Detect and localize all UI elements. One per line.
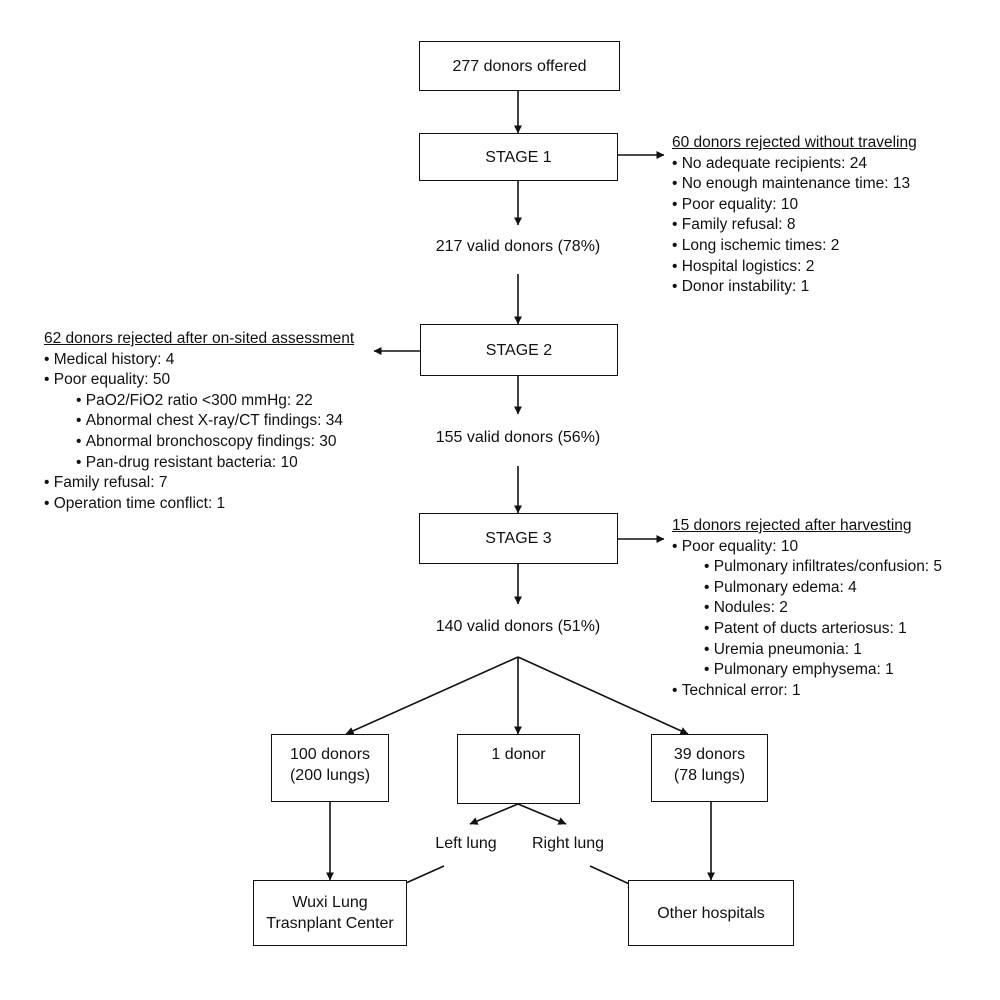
list-item: Hospital logistics: 2 — [672, 257, 917, 278]
list-item: Medical history: 4 — [44, 350, 354, 371]
list-item: Operation time conflict: 1 — [44, 494, 354, 515]
other-hospitals-label: Other hospitals — [657, 904, 765, 922]
list-item: Long ischemic times: 2 — [672, 236, 917, 257]
group-a-lungs: (200 lungs) — [289, 767, 371, 784]
arrow-group-b-to-left-lung — [469, 803, 519, 825]
stage3-label: STAGE 3 — [485, 530, 552, 547]
list-item: Family refusal: 7 — [44, 473, 354, 494]
list-subitem: Pulmonary edema: 4 — [672, 578, 942, 599]
list-subitem: Uremia pneumonia: 1 — [672, 640, 942, 661]
valid-donors-stage2: 155 valid donors (56%) — [435, 429, 601, 446]
list-subitem: Abnormal chest X-ray/CT findings: 34 — [44, 411, 354, 432]
list-subitem: Pan-drug resistant bacteria: 10 — [44, 453, 354, 474]
stage3-rejection-title: 15 donors rejected after harvesting — [672, 517, 912, 534]
stage1-rejection-title: 60 donors rejected without traveling — [672, 134, 917, 151]
group-c-lungs: (78 lungs) — [673, 767, 746, 784]
group-a-box: 100 donors (200 lungs) — [271, 734, 389, 802]
wuxi-center-box: Wuxi Lung Trasnplant Center — [253, 880, 407, 946]
list-subitem: Abnormal bronchoscopy findings: 30 — [44, 432, 354, 453]
donors-offered-label: 277 donors offered — [452, 57, 587, 75]
group-c-donors: 39 donors — [673, 746, 746, 763]
stage1-rejection-list: 60 donors rejected without traveling No … — [672, 133, 917, 298]
group-c-box: 39 donors (78 lungs) — [651, 734, 768, 802]
other-hospitals-box: Other hospitals — [628, 880, 794, 946]
list-item: No enough maintenance time: 13 — [672, 174, 917, 195]
list-subitem: Patent of ducts arteriosus: 1 — [672, 619, 942, 640]
right-lung-label: Right lung — [531, 835, 605, 852]
list-subitem: Pulmonary infiltrates/confusion: 5 — [672, 557, 942, 578]
list-subitem: PaO2/FiO2 ratio <300 mmHg: 22 — [44, 391, 354, 412]
stage2-rejection-list: 62 donors rejected after on-sited assess… — [44, 329, 354, 514]
group-b-box: 1 donor — [457, 734, 580, 804]
stage3-box: STAGE 3 — [419, 513, 618, 564]
arrow-group-b-to-right-lung — [517, 803, 567, 825]
wuxi-center-line2: Trasnplant Center — [266, 915, 394, 932]
wuxi-center-line1: Wuxi Lung — [292, 894, 368, 911]
stage1-label: STAGE 1 — [485, 148, 552, 166]
list-subitem: Pulmonary emphysema: 1 — [672, 660, 942, 681]
group-a-donors: 100 donors — [289, 746, 371, 763]
valid-donors-stage3: 140 valid donors (51%) — [435, 618, 601, 635]
list-item: Poor equality: 10 — [672, 195, 917, 216]
arrow-valid3-to-group-c — [517, 656, 689, 735]
list-item: Poor equality: 10 — [672, 537, 942, 558]
group-b-donor: 1 donor — [491, 746, 546, 763]
stage2-box: STAGE 2 — [420, 324, 618, 376]
left-lung-label: Left lung — [435, 835, 497, 852]
list-subitem: Nodules: 2 — [672, 598, 942, 619]
stage1-box: STAGE 1 — [419, 133, 618, 181]
list-item: Poor equality: 50 — [44, 370, 354, 391]
list-item: Technical error: 1 — [672, 681, 942, 702]
donors-offered-box: 277 donors offered — [419, 41, 620, 91]
stage2-rejection-title: 62 donors rejected after on-sited assess… — [44, 330, 355, 347]
list-item: Family refusal: 8 — [672, 215, 917, 236]
arrow-valid3-to-group-a — [345, 656, 519, 735]
stage3-rejection-list: 15 donors rejected after harvesting Poor… — [672, 516, 942, 701]
list-item: No adequate recipients: 24 — [672, 154, 917, 175]
valid-donors-stage1: 217 valid donors (78%) — [435, 238, 601, 255]
stage2-label: STAGE 2 — [485, 341, 553, 359]
list-item: Donor instability: 1 — [672, 277, 917, 298]
